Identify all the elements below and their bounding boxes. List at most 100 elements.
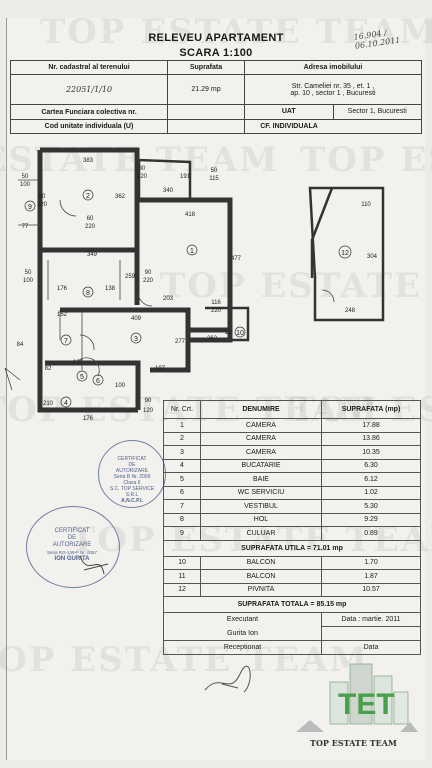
dim-label: 110	[361, 202, 371, 208]
uat-row: UAT Sector 1, Bucuresti	[244, 104, 422, 120]
company-logo: TET TOP ESTATE TEAM	[296, 663, 418, 748]
dim-label: 80	[139, 166, 146, 172]
uat-value: Sector 1, Bucuresti	[347, 108, 407, 115]
dim-label: 191	[180, 174, 191, 180]
nr-header: Nr. Crt.	[163, 400, 201, 419]
dim-label: 115	[209, 176, 219, 182]
room-number: 9	[28, 204, 32, 211]
address-value: Str. Cameliei nr. 35 , et. 1 ,ap. 10 , s…	[244, 74, 422, 105]
executant-row: Executant Data : martie. 2011	[163, 612, 421, 627]
dim-label: 277	[175, 339, 186, 345]
room-number: 5	[80, 374, 84, 381]
dim-label: 210	[43, 401, 54, 407]
dim-label: 138	[105, 286, 116, 292]
logo-tagline: TOP ESTATE TEAM	[310, 738, 397, 748]
signature-icon	[79, 555, 109, 575]
watermark: TOP ESTATE TEAM	[300, 140, 432, 180]
cadastral-value: 22051/1/10	[10, 74, 168, 105]
unit-header: Cod unitate individuala (U)	[10, 119, 168, 134]
name-header: DENUMIRE	[200, 400, 322, 419]
executant-name-row: Gurita Ion	[163, 626, 421, 641]
dim-label: 248	[345, 308, 356, 314]
dim-label: 477	[231, 256, 242, 262]
cf-header: Cartea Funciara colectiva nr.	[10, 104, 168, 120]
dim-label: 100	[115, 383, 126, 389]
dim-label: 176	[83, 416, 94, 422]
area-header: Suprafata	[167, 60, 245, 75]
dim-label: 220	[143, 278, 154, 284]
dim-label: 50	[211, 168, 218, 174]
dim-label: 152	[57, 312, 68, 318]
room-number: 10	[236, 330, 244, 337]
dim-label: 100	[20, 182, 31, 188]
uat-header: UAT	[245, 105, 334, 119]
util-area-row: SUPRAFATA UTILA = 71.01 mp	[163, 539, 421, 557]
room-number: 12	[341, 250, 349, 257]
authorization-stamp	[26, 506, 120, 588]
signature-icon	[204, 665, 251, 693]
dim-label: 90	[145, 398, 152, 404]
area-value: 21.29 mp	[167, 74, 245, 105]
reception-row: Receptionat Data	[163, 640, 421, 655]
total-area-row: SUPRAFATA TOTALA = 85.15 mp	[163, 596, 421, 613]
scale-label: SCARA 1:100	[179, 47, 253, 59]
dim-label: 10	[225, 330, 232, 336]
room-number: 2	[86, 193, 90, 200]
page-title: RELEVEU APARTAMENT	[148, 32, 284, 44]
dim-label: 304	[367, 254, 378, 260]
address-header: Adresa imobilului	[244, 60, 422, 75]
area-header: SUPRAFATA (mp)	[321, 400, 421, 419]
dim-label: 259	[125, 274, 136, 280]
certification-stamp	[98, 440, 166, 508]
room-number: 1	[190, 248, 194, 255]
cadastral-header: Nr. cadastral al terenului	[10, 60, 168, 75]
dim-label: 176	[57, 286, 68, 292]
dim-label: 50	[22, 174, 29, 180]
dim-label: 100	[23, 278, 34, 284]
room-number: 4	[64, 400, 68, 407]
dim-label: 82	[45, 366, 52, 372]
room-number: 7	[64, 338, 68, 345]
logo-text: TET	[338, 688, 395, 721]
cf-individual: CF. INDIVIDUALA	[244, 119, 422, 134]
dim-label: 220	[137, 174, 148, 180]
watermark: TOP ESTATE TEAM	[160, 266, 432, 306]
dim-label: 203	[163, 296, 174, 302]
room-number: 6	[96, 378, 100, 385]
dim-label: 90	[145, 270, 152, 276]
dim-label: 50	[25, 270, 32, 276]
dim-label: 349	[87, 252, 98, 258]
info-table: Nr. cadastral al terenului Suprafata Adr…	[10, 60, 422, 134]
dim-label: 409	[131, 316, 142, 322]
dim-label: 340	[163, 188, 174, 194]
dim-label: 383	[83, 158, 94, 164]
dim-label: 80	[39, 194, 46, 200]
dim-label: 116	[211, 300, 221, 306]
dim-label: 262	[207, 336, 218, 342]
dim-label: 220	[37, 202, 48, 208]
dim-label: 197	[155, 366, 166, 372]
room-number: 8	[86, 290, 90, 297]
floor-plan: 383 80 220 50 115 191 340 362 418 477 50…	[4, 147, 385, 422]
watermark: TOP ESTATE TEAM	[40, 12, 432, 52]
dim-label: 220	[85, 224, 96, 230]
dim-label: 77	[22, 224, 29, 230]
dim-label: 418	[185, 212, 196, 218]
dim-label: 362	[115, 194, 126, 200]
dim-label: 191	[73, 360, 84, 366]
